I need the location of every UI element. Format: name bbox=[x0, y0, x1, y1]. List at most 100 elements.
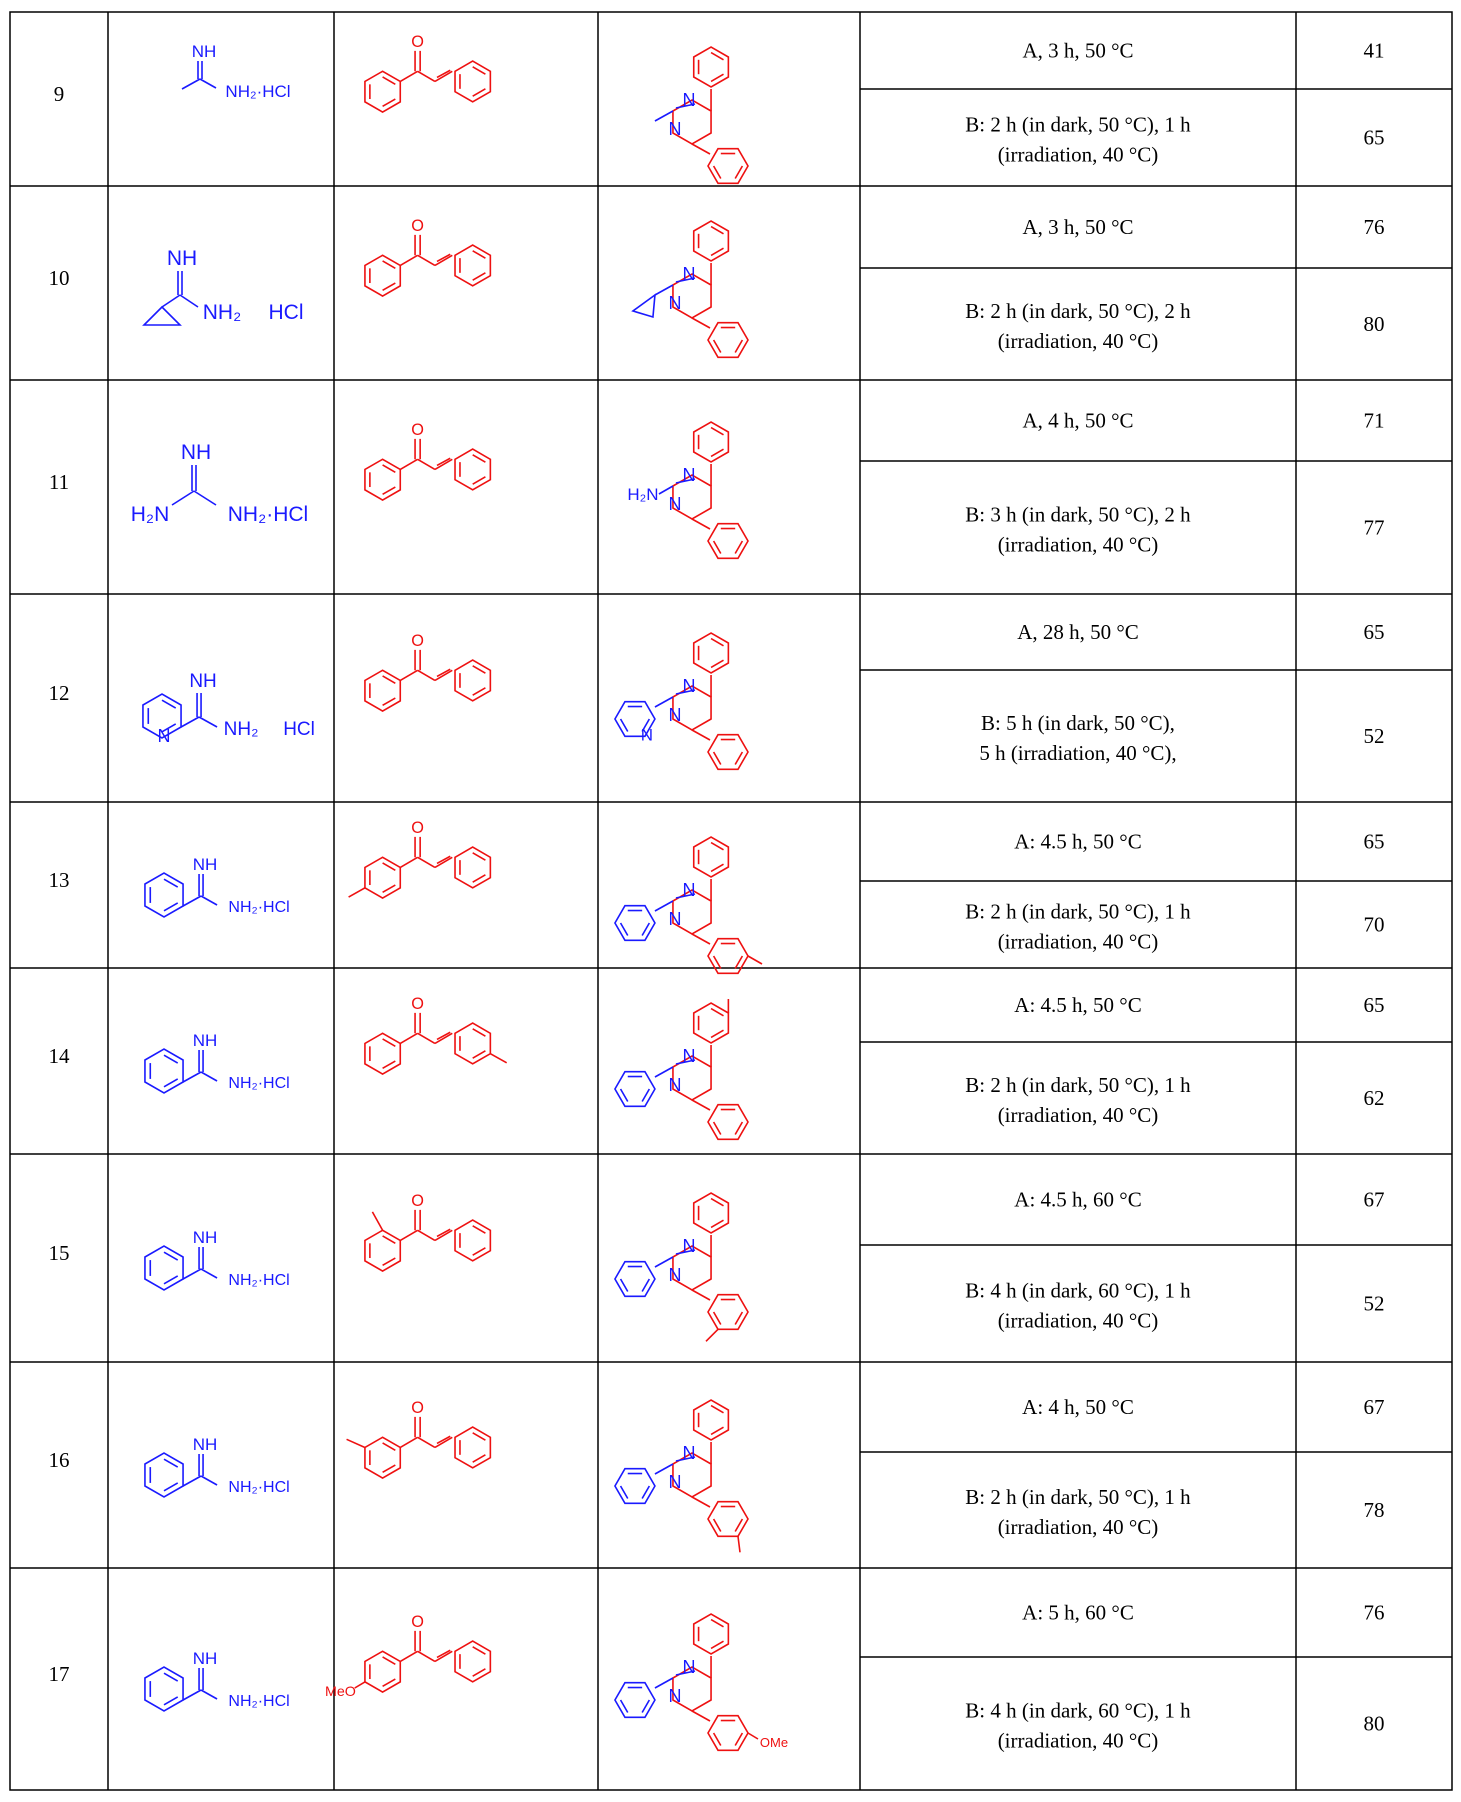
pyrimidine-product: NN bbox=[631, 220, 749, 359]
enone-reagent: O bbox=[364, 1192, 492, 1273]
pyridine-n: N bbox=[641, 725, 653, 744]
condition-b-line2: (irradiation, 40 °C) bbox=[998, 930, 1159, 954]
aryl-ring-top bbox=[692, 421, 730, 463]
methoxy-label: OMe bbox=[760, 1735, 788, 1750]
amino-label: H₂N bbox=[627, 485, 658, 504]
aroyl-ring bbox=[364, 669, 402, 713]
condition-b-line1: B: 3 h (in dark, 50 °C), 2 h bbox=[965, 503, 1191, 527]
aryl-ring-top bbox=[692, 836, 730, 878]
pyrimidine-n1: N bbox=[683, 1236, 696, 1256]
styryl-ring bbox=[454, 1022, 492, 1065]
table-grid bbox=[9, 11, 1453, 1791]
entry-number: 9 bbox=[54, 82, 65, 106]
imine-label: NH bbox=[193, 1435, 218, 1454]
aryl-ring-top bbox=[692, 46, 730, 88]
aryl-ring-top bbox=[692, 632, 730, 674]
oxygen-label: O bbox=[411, 995, 424, 1013]
condition-b-line2: (irradiation, 40 °C) bbox=[998, 143, 1159, 167]
phenyl-ring-left bbox=[614, 1260, 656, 1298]
enone-reagent: O bbox=[364, 995, 508, 1076]
imine-label: NH bbox=[193, 1228, 218, 1247]
phenyl-ring-left bbox=[614, 904, 656, 942]
condition-b-line2: (irradiation, 40 °C) bbox=[998, 1103, 1159, 1127]
aroyl-ring bbox=[364, 1032, 402, 1076]
aryl-ring-right bbox=[707, 147, 749, 185]
pyrimidine-n1: N bbox=[683, 880, 696, 900]
phenyl-ring bbox=[144, 1048, 184, 1094]
yield-b: 80 bbox=[1364, 312, 1385, 336]
yield-a: 41 bbox=[1364, 39, 1385, 63]
pyrimidine-n1: N bbox=[683, 1443, 696, 1463]
aroyl-ring bbox=[364, 254, 402, 298]
pyrimidine-core: NN bbox=[654, 879, 712, 945]
aroyl-ring bbox=[364, 70, 402, 114]
oxygen-label: O bbox=[411, 33, 424, 51]
pyrimidine-n3: N bbox=[668, 705, 681, 725]
aroyl-ring bbox=[364, 856, 402, 900]
condition-a: A, 4 h, 50 °C bbox=[1022, 409, 1133, 433]
yield-b: 62 bbox=[1364, 1086, 1385, 1110]
imine-label: NH bbox=[193, 855, 218, 874]
pyrimidine-core: NN bbox=[654, 1235, 712, 1301]
styryl-ring bbox=[454, 1640, 492, 1683]
phenyl-ring bbox=[144, 1452, 184, 1498]
aryl-ring-right bbox=[707, 1293, 749, 1331]
aryl-ring-right bbox=[707, 937, 749, 975]
styryl-ring bbox=[454, 448, 492, 491]
condition-b-line1: B: 2 h (in dark, 50 °C), 1 h bbox=[965, 113, 1191, 137]
hcl-label: HCl bbox=[269, 301, 304, 324]
oxygen-label: O bbox=[411, 632, 424, 650]
aryl-ring-right bbox=[707, 1103, 749, 1141]
yield-b: 80 bbox=[1364, 1712, 1385, 1736]
pyrimidine-n3: N bbox=[668, 1075, 681, 1095]
styryl-ring bbox=[454, 244, 492, 287]
entry-number: 11 bbox=[49, 470, 69, 494]
entry-number: 12 bbox=[49, 681, 70, 705]
pyrimidine-core: NN bbox=[654, 1045, 712, 1111]
yield-a: 65 bbox=[1364, 993, 1385, 1017]
imine-label: NH bbox=[167, 247, 197, 270]
aryl-ring-right bbox=[707, 733, 749, 771]
aryl-ring-right bbox=[707, 522, 749, 560]
phenyl-ring bbox=[144, 872, 184, 918]
pyrimidine-core: NN bbox=[654, 1442, 712, 1508]
condition-a: A: 5 h, 60 °C bbox=[1022, 1601, 1134, 1625]
styryl-ring bbox=[454, 1426, 492, 1469]
yield-b: 52 bbox=[1364, 724, 1385, 748]
aroyl-ring bbox=[364, 1436, 402, 1480]
condition-a: A, 28 h, 50 °C bbox=[1017, 620, 1139, 644]
entry-number: 16 bbox=[49, 1448, 70, 1472]
phenyl-ring bbox=[144, 1666, 184, 1712]
condition-b-line1: B: 4 h (in dark, 60 °C), 1 h bbox=[965, 1699, 1191, 1723]
amine-hcl-label: NH₂·HCl bbox=[225, 82, 290, 101]
enone-reagent: O bbox=[364, 632, 492, 713]
condition-b-line1: B: 5 h (in dark, 50 °C), bbox=[981, 711, 1175, 735]
condition-b-line2: 5 h (irradiation, 40 °C), bbox=[979, 741, 1176, 765]
yield-b: 77 bbox=[1364, 516, 1385, 540]
condition-a: A, 3 h, 50 °C bbox=[1022, 215, 1133, 239]
condition-a: A, 3 h, 50 °C bbox=[1022, 39, 1133, 63]
aryl-ring-top bbox=[692, 220, 730, 262]
amine-label: NH₂ bbox=[224, 719, 259, 740]
pyrimidine-n3: N bbox=[668, 1472, 681, 1492]
yield-b: 52 bbox=[1364, 1292, 1385, 1316]
oxygen-label: O bbox=[411, 1613, 424, 1631]
condition-b-line1: B: 2 h (in dark, 50 °C), 1 h bbox=[965, 900, 1191, 924]
aroyl-ring bbox=[364, 1229, 402, 1273]
pyrimidine-product: NNN bbox=[614, 632, 749, 771]
condition-b-line2: (irradiation, 40 °C) bbox=[998, 533, 1159, 557]
oxygen-label: O bbox=[411, 217, 424, 235]
